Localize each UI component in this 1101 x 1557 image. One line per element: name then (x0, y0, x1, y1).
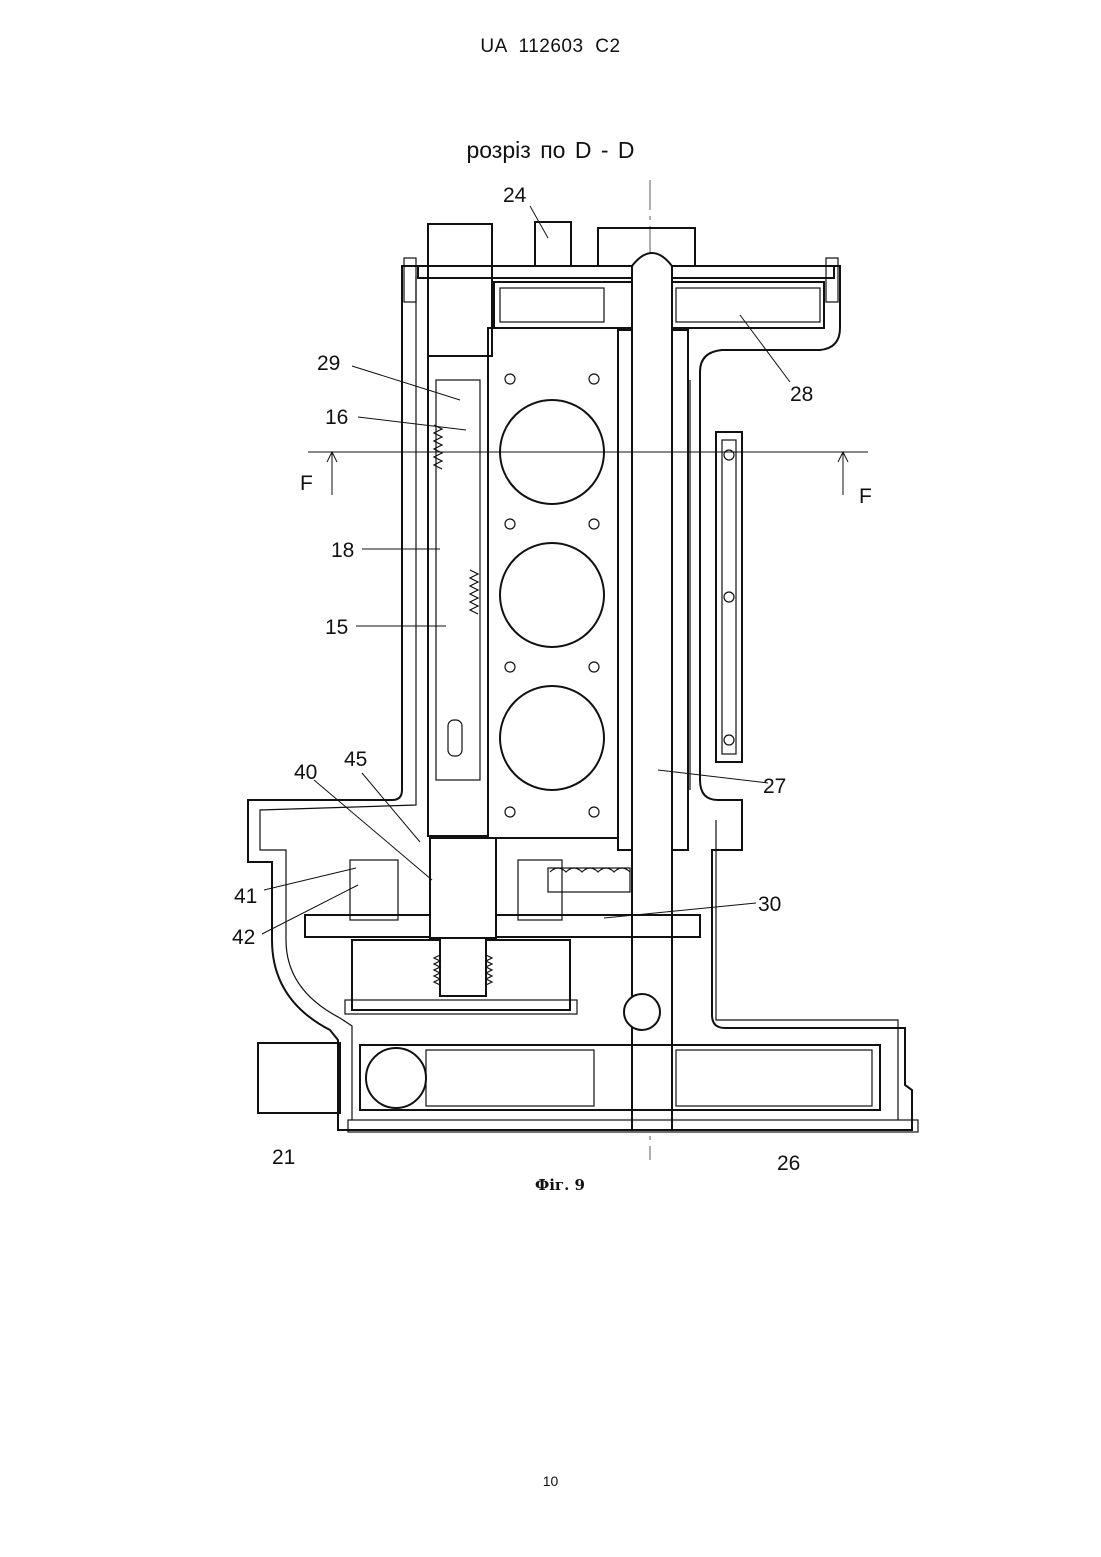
bolt-hole (505, 374, 515, 384)
tube-head (428, 266, 492, 356)
callout-16: 16 (325, 406, 348, 429)
bolt-hole (505, 807, 515, 817)
lower-bearing (624, 994, 660, 1030)
page-number: 10 (0, 1473, 1101, 1489)
bolt-hole (589, 374, 599, 384)
callout-21: 21 (272, 1146, 295, 1169)
housing-outer (248, 228, 912, 1130)
coupling (430, 838, 496, 938)
callout-15: 15 (325, 616, 348, 639)
drive-shaft (440, 938, 486, 996)
callout-41: 41 (234, 885, 257, 908)
tube-slot (448, 720, 462, 756)
callout-18: 18 (331, 539, 354, 562)
bolt-hole (589, 519, 599, 529)
bolt-hole (505, 519, 515, 529)
base-ball (366, 1048, 426, 1108)
section-marker-left: F (300, 472, 313, 495)
callout-40: 40 (294, 761, 317, 784)
callout-27: 27 (763, 775, 786, 798)
worm-housing (548, 868, 630, 892)
gear-41-42 (350, 860, 398, 920)
tube-outer-18 (428, 356, 488, 836)
inlet-21 (258, 1043, 340, 1113)
spring-16 (434, 425, 442, 469)
rail-bolt (724, 592, 734, 602)
side-rail (716, 432, 742, 762)
callout-28: 28 (790, 383, 813, 406)
base-chamber-26 (676, 1050, 872, 1106)
top-block (428, 224, 492, 266)
rail-bolt (724, 735, 734, 745)
section-marker-right: F (859, 485, 872, 508)
bolt (826, 258, 838, 302)
base-tank (360, 1045, 880, 1110)
bolt-hole (505, 662, 515, 672)
callout-29: 29 (317, 352, 340, 375)
spring-15 (470, 570, 478, 614)
fitting-24 (535, 222, 571, 267)
callout-45: 45 (344, 748, 367, 771)
cylinder-mid (500, 543, 604, 647)
bolt-hole (589, 662, 599, 672)
figure-caption: Фіг. 9 (520, 1176, 600, 1194)
cylinder-bottom (500, 686, 604, 790)
bolt (404, 258, 416, 302)
callout-26: 26 (777, 1152, 800, 1175)
callout-42: 42 (232, 926, 255, 949)
callout-30: 30 (758, 893, 781, 916)
bolt-hole (589, 807, 599, 817)
callout-24: 24 (503, 184, 527, 207)
base-chamber-left (426, 1050, 594, 1106)
top-cover (418, 266, 834, 278)
